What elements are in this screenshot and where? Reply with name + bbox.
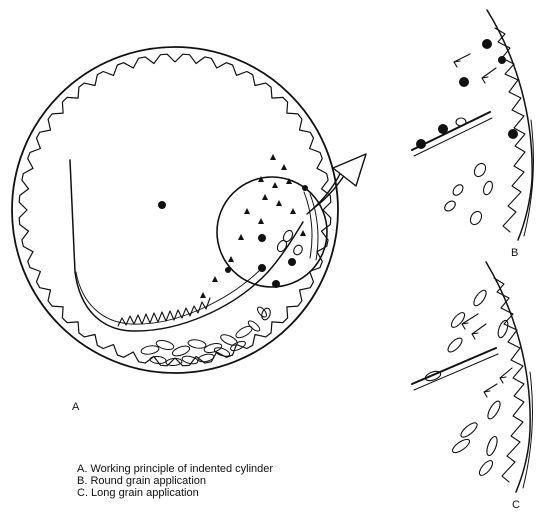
collecting-trough [70,160,303,331]
cylinder-axis-dot [158,201,166,209]
trough-grain-heap [118,298,210,326]
detail-c-long-grains [424,288,510,477]
caption-line-c: C. Long grain application [77,487,273,499]
round-grain-detail [412,10,533,240]
lifted-grains [200,154,308,298]
wall-lining [304,192,312,258]
caption-line-b: B. Round grain application [77,475,273,487]
detail-b-hollow-grains [443,118,494,227]
trough-inner-line [76,268,262,324]
figure-c-label: C [512,499,520,511]
bottom-grain-mass [140,305,268,366]
detail-arrowhead [333,154,366,186]
figure-b-label: B [511,247,518,259]
cylinder-outer-wall [12,47,338,373]
magnifier-circle [217,177,327,287]
cylinder-cross-section [12,47,366,373]
round-grains [260,229,304,321]
detail-c-motion-arrows [462,314,512,397]
detail-b-wall [487,10,532,240]
long-grain-detail [412,262,532,492]
detail-c-trough-edge [412,348,496,384]
figure-a-label: A [72,401,79,413]
detail-c-lining [523,372,532,488]
cylinder-indented-wall [19,54,331,366]
figure-caption: A. Working principle of indented cylinde… [77,463,273,499]
caption-line-a: A. Working principle of indented cylinde… [77,463,273,475]
